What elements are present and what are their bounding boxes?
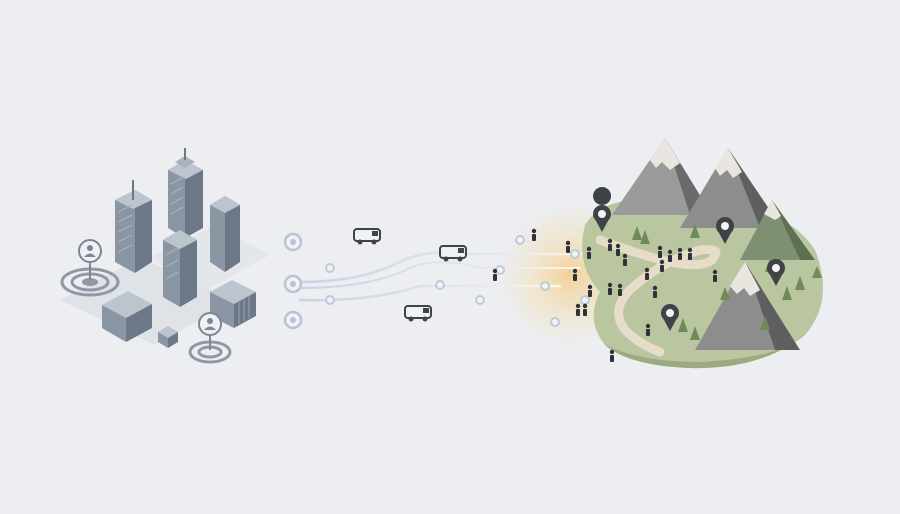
person-icon — [575, 303, 581, 316]
person-icon — [607, 238, 613, 251]
building-d — [163, 230, 197, 307]
city-cluster — [60, 148, 270, 364]
nature-destination — [492, 138, 823, 369]
person-icon — [565, 240, 571, 253]
location-pin-icon — [661, 304, 679, 331]
person-icon — [622, 253, 628, 266]
person-icon — [572, 268, 578, 281]
person-icon — [617, 283, 623, 296]
route-line-3 — [298, 284, 562, 302]
person-icon — [607, 282, 613, 295]
location-pin-icon — [767, 259, 785, 286]
van-icon — [404, 305, 432, 322]
mountain-3 — [740, 200, 815, 260]
person-icon — [712, 269, 718, 282]
person-icon — [677, 247, 683, 260]
person-icon — [531, 228, 537, 241]
person-icon — [659, 259, 665, 272]
person-icon — [582, 303, 588, 316]
van-icon — [353, 228, 381, 245]
building-c — [210, 196, 240, 272]
user-location-icon — [198, 312, 222, 350]
city-ground — [60, 258, 235, 345]
building-b — [168, 148, 203, 238]
mountain-4 — [695, 262, 800, 350]
user-location-right — [188, 312, 232, 364]
building-e — [102, 291, 152, 342]
hiker-group — [492, 228, 718, 362]
person-icon — [644, 267, 650, 280]
person-icon — [586, 246, 592, 259]
location-pin-icon — [593, 187, 612, 232]
person-icon — [645, 323, 651, 336]
user-location-left — [60, 239, 120, 297]
person-icon — [652, 285, 658, 298]
building-small — [158, 326, 178, 348]
person-icon — [657, 245, 663, 258]
building-a — [115, 180, 152, 273]
person-icon — [667, 249, 673, 262]
person-icon — [492, 268, 498, 281]
person-icon — [609, 349, 615, 362]
person-icon — [615, 243, 621, 256]
person-icon — [687, 247, 693, 260]
van-icon — [439, 245, 467, 262]
person-icon — [587, 284, 593, 297]
user-location-icon — [78, 239, 102, 280]
location-pin-icon — [716, 217, 734, 244]
